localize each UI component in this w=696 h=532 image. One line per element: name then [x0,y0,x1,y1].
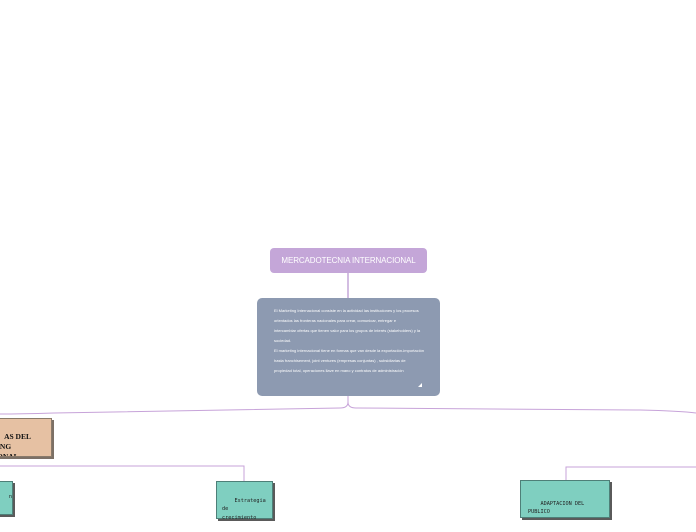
connector-main-branch [0,396,696,415]
growth-strategy-label: Estrategia de crecimiento [222,497,266,522]
audience-adaptation-label: ADAPTACION DEL PUBLICO [528,500,585,516]
connector-left-subbranch [0,465,245,481]
description-line: propiedad total, operaciones llave en ma… [274,368,404,373]
description-line: intercambiar ofertas que tienen valor pa… [274,328,421,333]
description-node[interactable]: El Marketing Internacional consiste en l… [257,298,440,396]
growth-strategy-node[interactable]: Estrategia de crecimiento [216,481,273,522]
resize-handle-icon[interactable] [418,383,422,387]
root-topic-label: MERCADOTECNIA INTERNACIONAL [281,256,416,265]
left-branch-node[interactable]: AS DEL ING ONAL [0,418,52,457]
description-line: El Marketing Internacional consiste en l… [274,308,419,313]
connector-lines [0,273,696,481]
description-line: hasta franchisement, joint ventures (emp… [274,358,406,363]
root-topic-node[interactable]: MERCADOTECNIA INTERNACIONAL [270,248,427,273]
left-child-node[interactable]: n [0,481,13,515]
left-child-label: n [8,494,12,500]
description-line: sociedad. [274,338,292,343]
left-branch-label: AS DEL ING ONAL [0,432,31,457]
connector-right-subbranch [565,466,696,480]
audience-adaptation-node[interactable]: ADAPTACION DEL PUBLICO [520,480,610,518]
description-line: orientados las fronteras nacionales para… [274,318,397,323]
description-line: El marketing internacional tiene en form… [274,348,425,353]
